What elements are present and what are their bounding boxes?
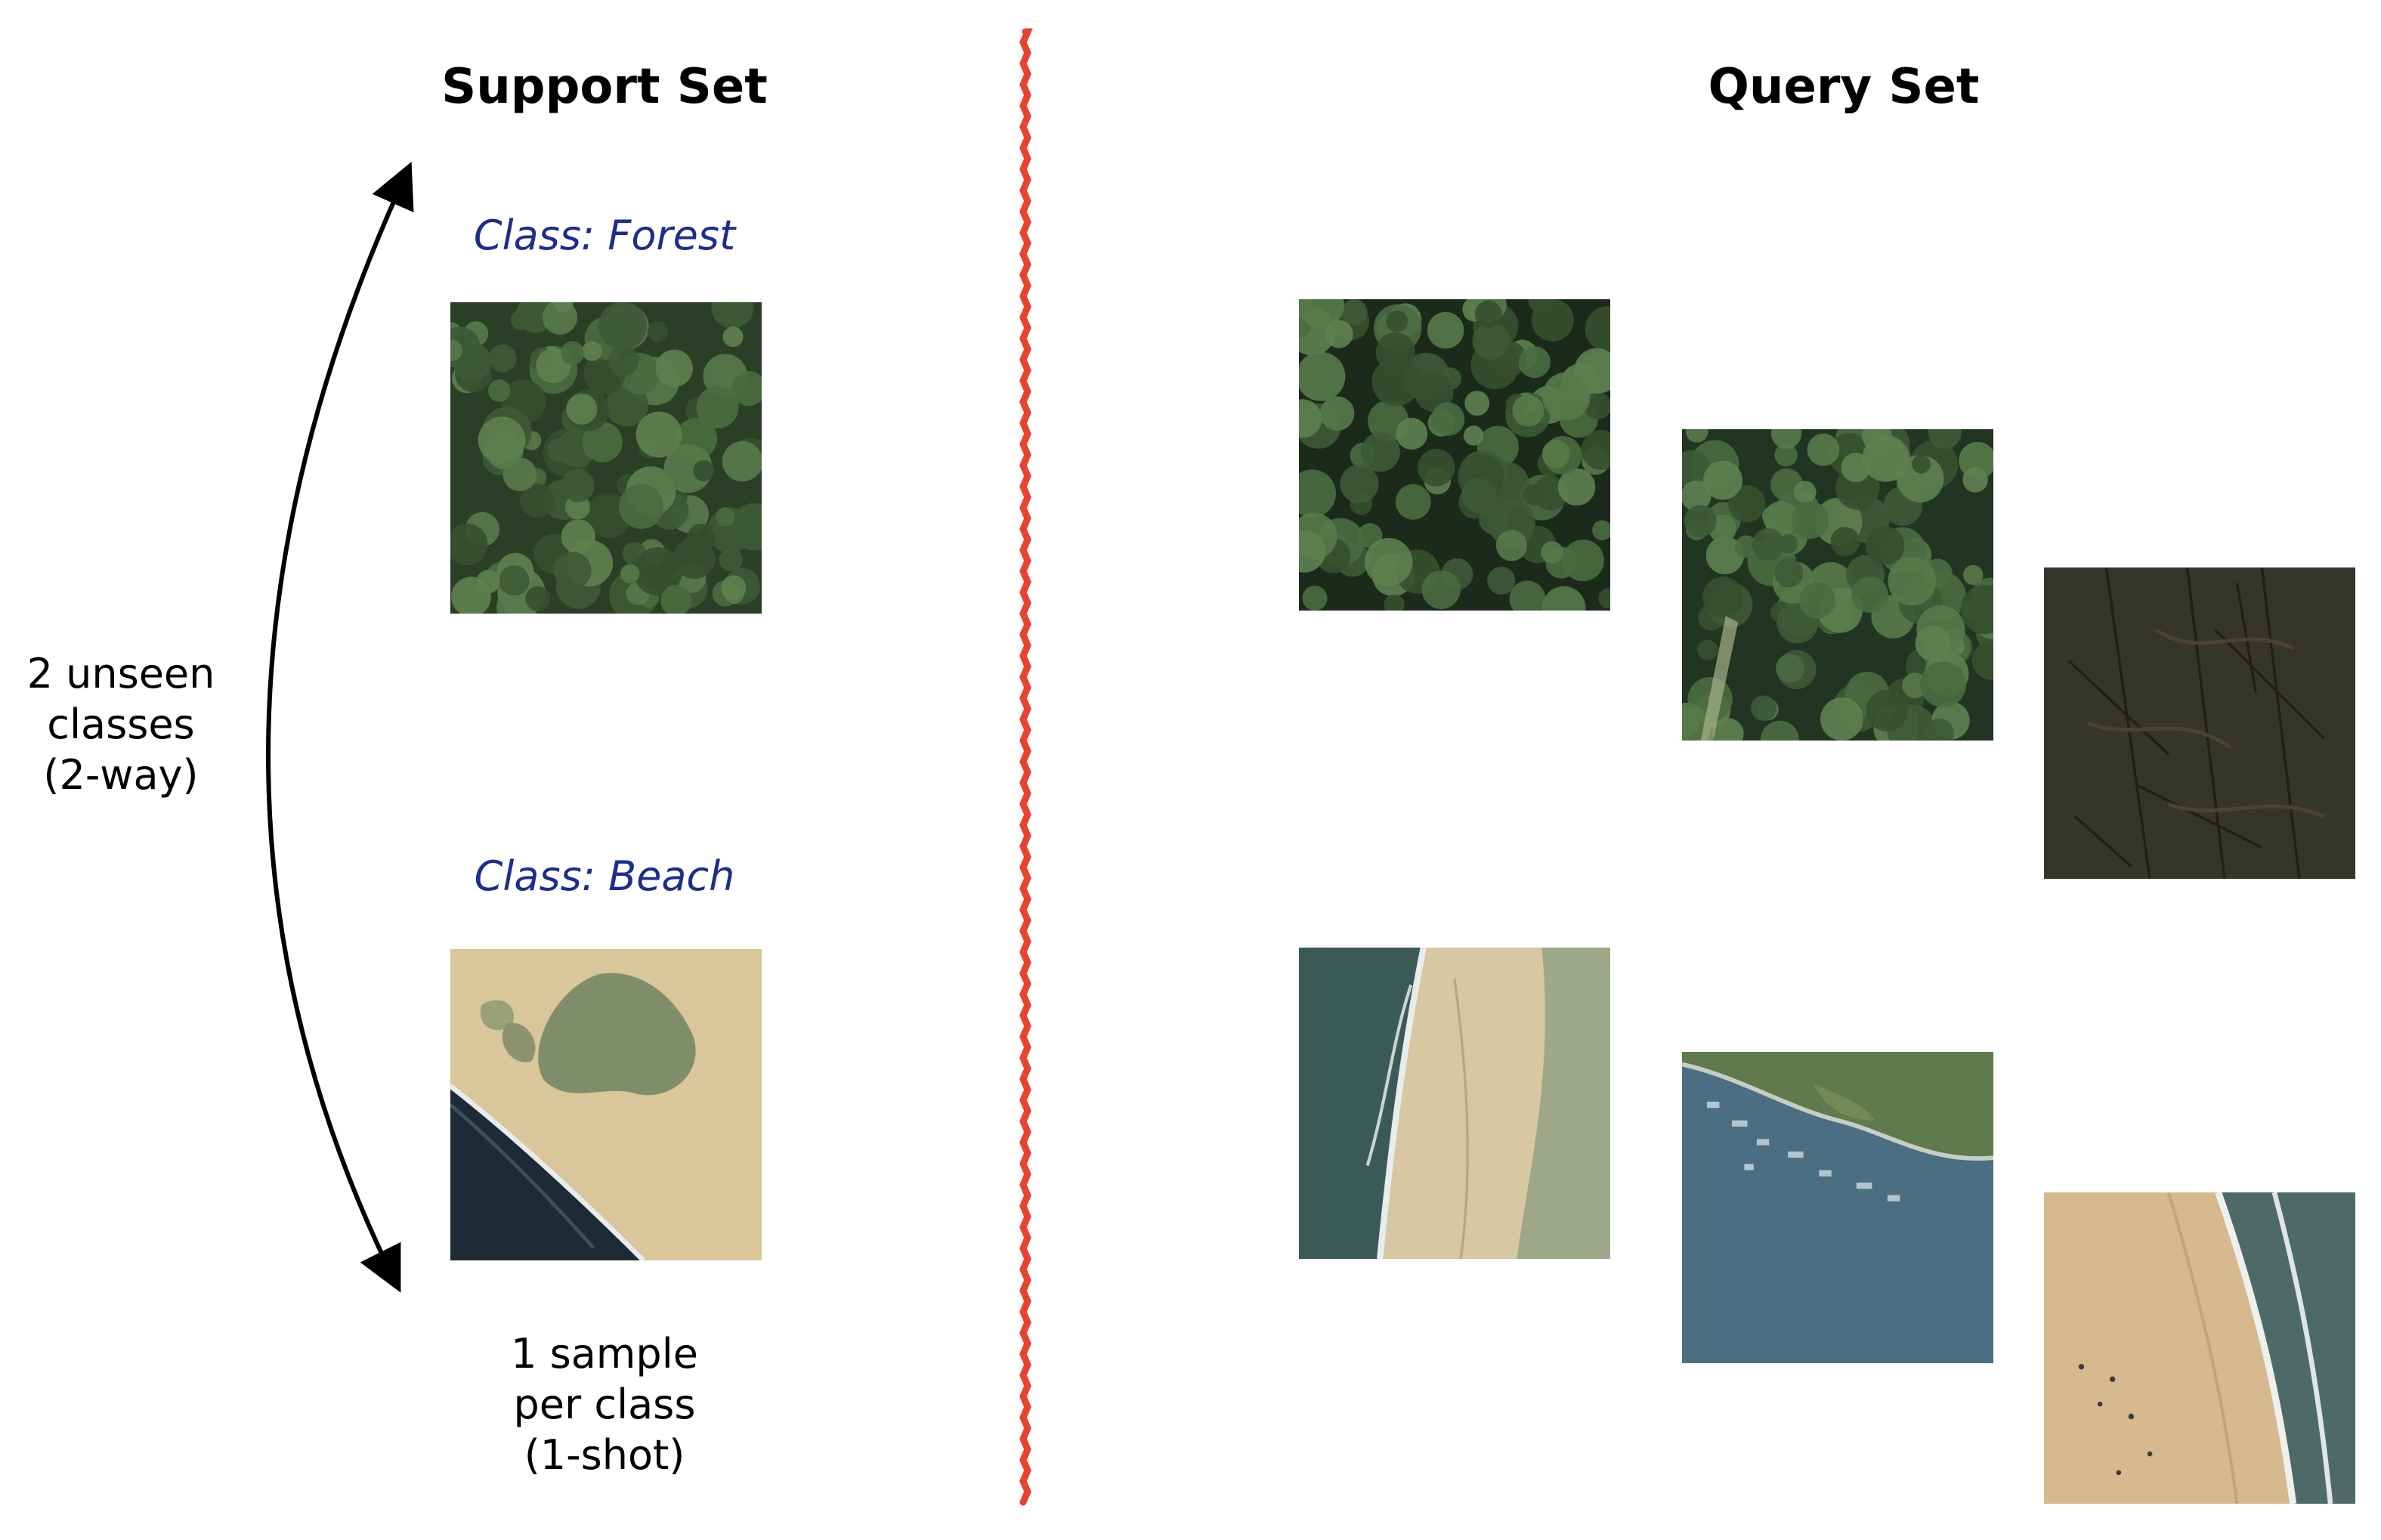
- support-beach-image: [450, 949, 762, 1260]
- query-beach-image-2: [1682, 1052, 1993, 1363]
- classes-caption: 2 unseen classes (2-way): [26, 650, 215, 799]
- samples-caption: 1 sample per class (1-shot): [511, 1330, 698, 1479]
- class-beach-label: Class: Beach: [474, 852, 735, 900]
- support-set-title: Support Set: [441, 59, 768, 115]
- double-headed-curved-arrow-icon: [266, 162, 414, 1293]
- class-forest-label: Class: Forest: [473, 212, 736, 259]
- query-beach-image-3: [2044, 1192, 2355, 1504]
- query-set-title: Query Set: [1708, 59, 1980, 115]
- red-wavy-divider-line-icon: [1019, 28, 1033, 1506]
- query-forest-image-2: [1682, 429, 1993, 741]
- query-forest-image-1: [1299, 299, 1610, 611]
- support-forest-image: [450, 302, 762, 614]
- query-forest-image-3: [2044, 567, 2355, 879]
- query-beach-image-1: [1299, 948, 1610, 1259]
